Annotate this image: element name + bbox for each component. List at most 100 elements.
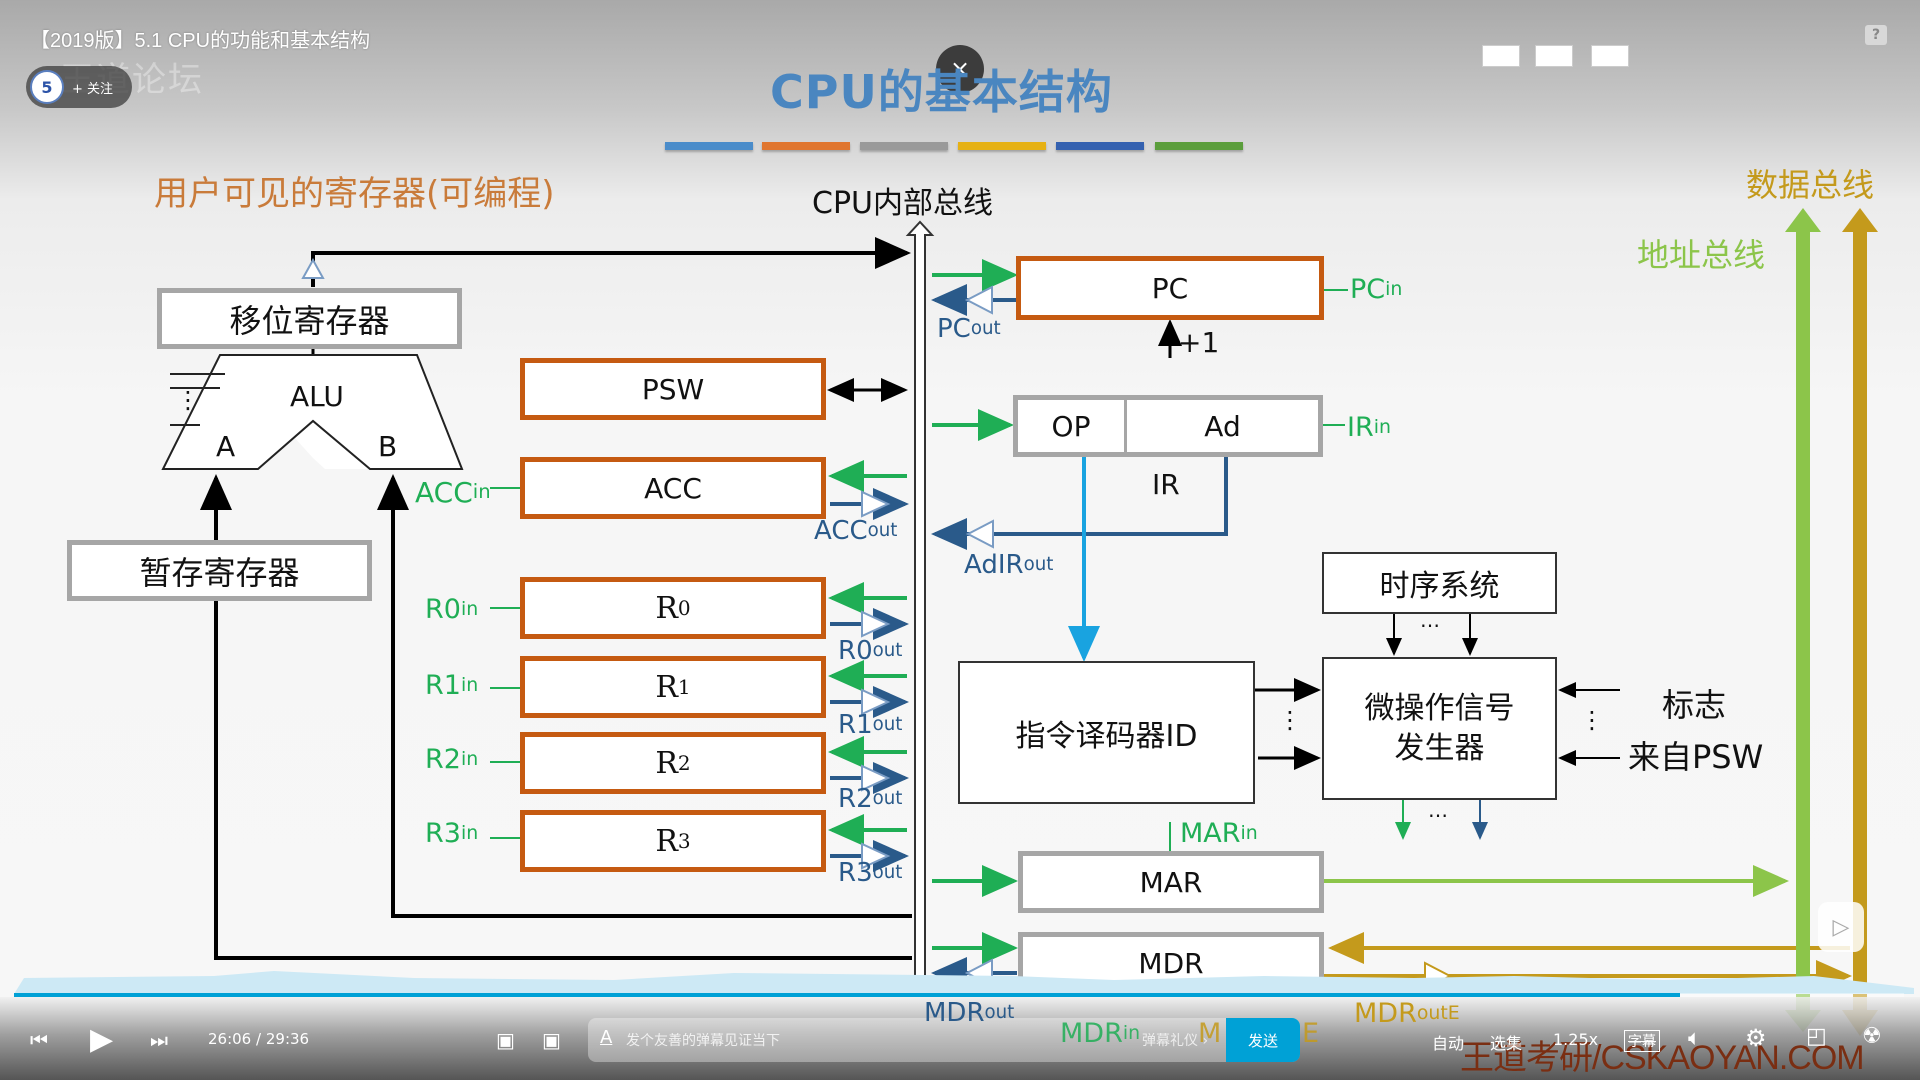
previous-icon[interactable]: ⏮: [30, 1028, 48, 1052]
decoder-signal-dots: ⋮: [1278, 706, 1302, 734]
micro-op-line1: 微操作信号: [1364, 690, 1515, 726]
alu-label: ALU: [290, 380, 344, 413]
color-bar-5: [1056, 142, 1144, 150]
send-danmaku-button[interactable]: 发送: [1226, 1018, 1300, 1062]
tristate-gate: [861, 764, 891, 792]
fullscreen-icon[interactable]: ☢: [1862, 1024, 1882, 1049]
autoplay-button[interactable]: 自动: [1432, 1034, 1465, 1053]
player-control-bar: [0, 997, 1920, 1080]
alu-input-b: B: [378, 430, 398, 463]
slide-thumbnail-3[interactable]: [1591, 45, 1629, 67]
uploader-avatar[interactable]: 5: [30, 70, 64, 104]
bilibili-tv-icon[interactable]: ▷: [1818, 902, 1864, 952]
mdr-in-e-suffix: E: [1302, 1018, 1320, 1049]
ir-in-label: IRin: [1347, 412, 1391, 443]
danmaku-input[interactable]: A 发个友善的弹幕见证当下: [588, 1018, 1300, 1062]
r3-in-label: R3in: [425, 818, 479, 849]
r2-out-label: R2out: [838, 784, 903, 814]
danmaku-settings-icon[interactable]: ▣: [542, 1028, 561, 1052]
slide-thumbnail-1[interactable]: [1482, 45, 1520, 67]
adir-out-label: AdIRout: [964, 550, 1054, 580]
r2-in-label: R2in: [425, 744, 479, 775]
tristate-gate: [861, 610, 891, 638]
site-watermark: 王道考研/CSKAOYAN.COM: [1460, 1039, 1865, 1077]
micro-op-generator: 微操作信号 发生器: [1322, 657, 1557, 800]
flags-label: 标志: [1662, 686, 1727, 724]
acc-out-label: ACCout: [814, 516, 898, 546]
slide-title: CPU的基本结构: [770, 65, 1113, 119]
data-bus-arrow: [1842, 208, 1878, 1036]
tristate-gate: [861, 688, 891, 716]
slide-thumbnail-2[interactable]: [1535, 45, 1573, 67]
user-visible-registers-label: 用户可见的寄存器(可编程): [154, 174, 555, 214]
micro-op-output-dots: …: [1428, 798, 1448, 822]
duration: 29:36: [265, 1030, 310, 1048]
speed-button[interactable]: 1.25x: [1553, 1030, 1599, 1049]
flags-from-psw-label: 来自PSW: [1628, 738, 1764, 776]
danmaku-style-icon[interactable]: A: [600, 1027, 613, 1048]
follow-button[interactable]: 5 + 关注: [26, 66, 132, 108]
pc-increment-label: +1: [1178, 326, 1220, 359]
follow-label: + 关注: [72, 81, 114, 97]
shift-register: 移位寄存器: [157, 288, 462, 349]
address-bus-arrow: [1785, 208, 1821, 1032]
danmaku-etiquette-link[interactable]: 弹幕礼仪 ›: [1142, 1033, 1209, 1049]
play-icon[interactable]: ▶: [90, 1022, 114, 1057]
psw-register: PSW: [520, 358, 826, 420]
micro-op-line2: 发生器: [1394, 730, 1485, 766]
ir-opcode-field: OP: [1013, 395, 1127, 457]
flag-signal-dots: ⋮: [1580, 706, 1604, 734]
data-bus-label: 数据总线: [1746, 166, 1875, 204]
mdr-out-label: MDRout: [924, 998, 1015, 1028]
progress-fill[interactable]: [14, 993, 1681, 997]
danmaku-placeholder: 发个友善的弹幕见证当下: [626, 1033, 780, 1049]
mdr-in-label: MDRin: [1060, 1018, 1141, 1049]
current-time: 26:06: [208, 1030, 252, 1048]
tristate-gate: [861, 842, 891, 870]
r1-in-label: R1in: [425, 670, 479, 701]
r0-out-label: R0out: [838, 636, 903, 666]
danmaku-toggle-icon[interactable]: ▣: [496, 1028, 515, 1052]
alu-input-a: A: [216, 430, 236, 463]
acc-register: ACC: [520, 457, 826, 519]
pc-in-label: PCin: [1350, 274, 1403, 305]
subtitle-button[interactable]: 字幕: [1624, 1030, 1660, 1052]
instruction-decoder: 指令译码器ID: [958, 661, 1255, 804]
video-title: 【2019版】5.1 CPU的功能和基本结构: [30, 30, 371, 52]
temp-register: 暂存寄存器: [67, 540, 372, 601]
internal-bus-label: CPU内部总线: [812, 186, 993, 221]
r3-out-label: R3out: [838, 858, 903, 888]
settings-gear-icon[interactable]: ⚙: [1745, 1024, 1767, 1052]
close-button[interactable]: ×: [936, 45, 984, 93]
ir-label: IR: [1152, 468, 1180, 501]
address-bus-label: 地址总线: [1637, 236, 1766, 274]
internal-bus: [905, 220, 935, 994]
timing-signal-dots: …: [1420, 608, 1440, 632]
color-bar-2: [762, 142, 850, 150]
mar-register: MAR: [1018, 851, 1324, 913]
acc-in-label: ACCin: [415, 476, 491, 509]
color-bar-4: [958, 142, 1046, 150]
color-bar-3: [860, 142, 948, 150]
tristate-gate: [861, 490, 891, 518]
danmaku-density-graph[interactable]: [14, 968, 1914, 994]
episodes-button[interactable]: 选集: [1490, 1034, 1523, 1053]
mdr-in-e-label: M: [1198, 1018, 1222, 1049]
ir-address-field: Ad: [1124, 395, 1323, 457]
mar-in-label: MARin: [1180, 818, 1258, 849]
picture-in-picture-icon[interactable]: ◰: [1806, 1024, 1827, 1049]
alu-control-dots: ⋮: [176, 386, 200, 414]
timing-system: 时序系统: [1322, 552, 1557, 614]
next-icon[interactable]: ⏭: [150, 1028, 168, 1052]
pc-out-label: PCout: [937, 314, 1001, 344]
volume-icon[interactable]: 🔈︎: [1688, 1026, 1702, 1051]
mdr-oute-label: MDRoutE: [1354, 998, 1460, 1029]
color-bar-1: [665, 142, 753, 150]
r1-out-label: R1out: [838, 710, 903, 740]
help-icon[interactable]: ?: [1865, 25, 1887, 45]
